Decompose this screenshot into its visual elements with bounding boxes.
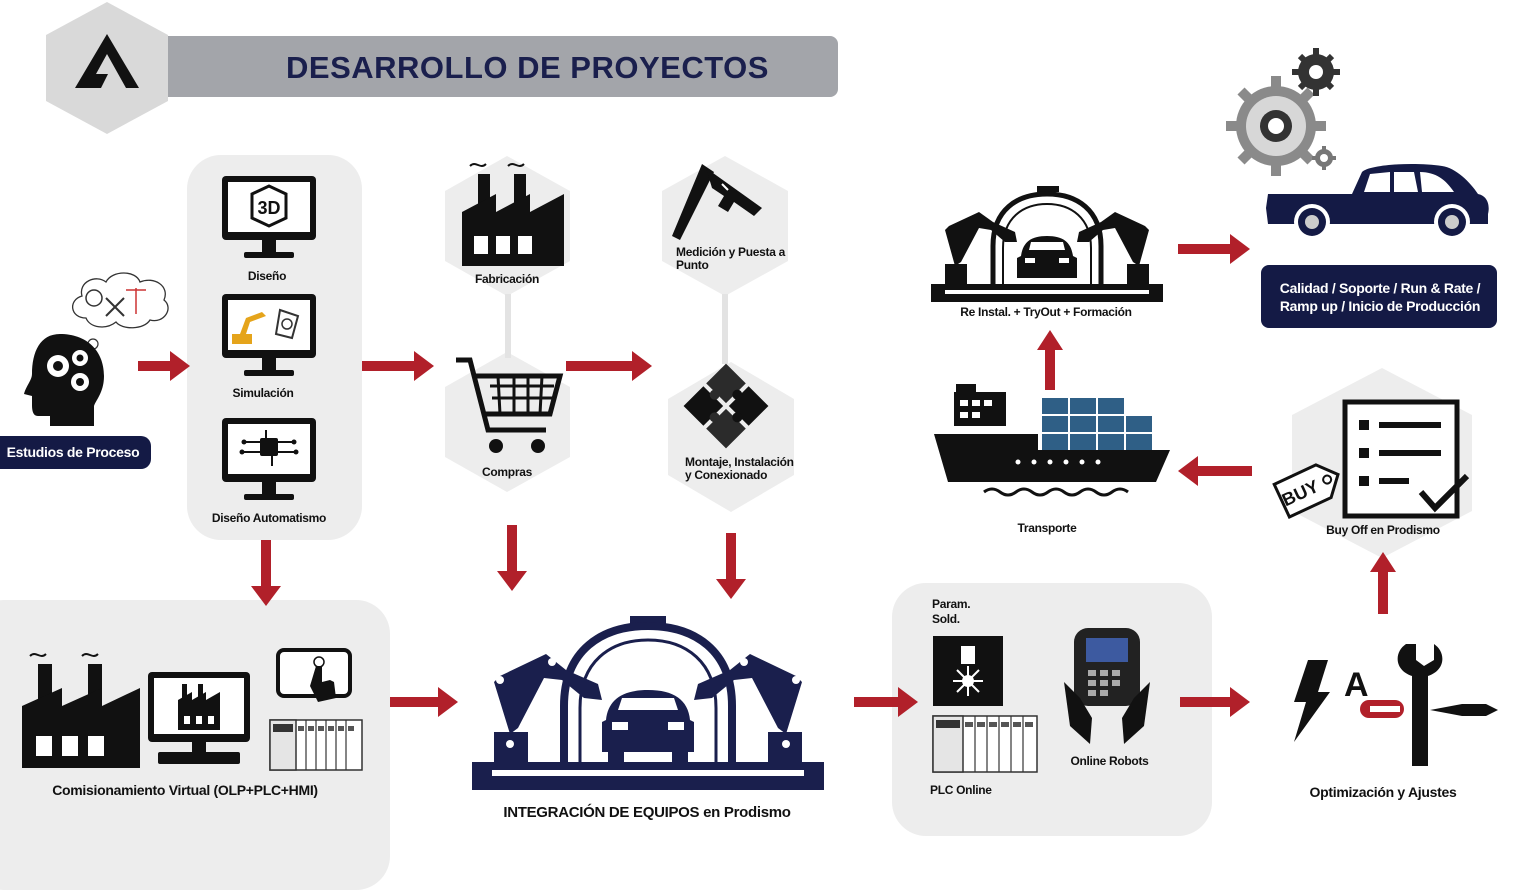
diseno-label: Diseño	[247, 269, 287, 283]
arrow-right	[390, 687, 458, 717]
touch-screen-icon	[276, 648, 352, 702]
transporte-label: Transporte	[1017, 521, 1077, 535]
caliper-icon	[672, 164, 762, 240]
estudios-label: Estudios de Proceso	[6, 444, 140, 460]
arrow-right	[1180, 687, 1250, 717]
head-gears-icon	[24, 334, 104, 426]
plc-icon	[269, 719, 363, 771]
arrow-up	[1370, 552, 1396, 614]
online-panel	[892, 583, 1212, 836]
optimizacion-label: Optimización y Ajustes	[1309, 784, 1457, 800]
monitor-3d-icon: 3D	[222, 176, 316, 258]
online-robots-label: Online Robots	[1070, 754, 1149, 768]
logo-hexagon	[46, 2, 168, 134]
simulacion-label: Simulación	[232, 386, 294, 400]
arrow-down	[251, 540, 281, 606]
svg-text:A: A	[1344, 666, 1369, 704]
integracion-label: INTEGRACIÓN DE EQUIPOS en Prodismo	[503, 804, 791, 821]
arrow-right	[566, 351, 652, 381]
param-label: Param. Sold.	[932, 597, 971, 626]
diseno-automatismo-label: Diseño Automatismo	[211, 511, 327, 525]
calidad-label: Calidad / Soporte / Run & Rate / Ramp up…	[1279, 280, 1481, 314]
arrow-down	[497, 525, 527, 591]
logo-icon	[75, 34, 139, 88]
monitor-robot-icon	[222, 294, 316, 376]
arrow-up	[1037, 330, 1063, 390]
weld-icon	[933, 636, 1003, 706]
estudios-box	[0, 436, 151, 469]
electric-tools-icon: A	[1294, 644, 1498, 766]
montaje-label: Montaje, Instalación y Conexionado	[685, 455, 794, 482]
puzzle-icon	[683, 363, 769, 449]
arrow-left	[1178, 456, 1252, 486]
connector-line	[722, 294, 728, 364]
arrow-right	[138, 351, 190, 381]
robot-cell-icon	[472, 616, 824, 790]
teach-pendant-icon	[1064, 628, 1150, 744]
comisionamiento-label: Comisionamiento Virtual (OLP+PLC+HMI)	[52, 782, 318, 798]
plc-online-label: PLC Online	[930, 783, 992, 797]
monitor-factory-icon	[148, 672, 250, 764]
buy-off-label: Buy Off en Prodismo	[1326, 523, 1440, 537]
robot-cell-icon	[931, 186, 1163, 302]
gears-icon	[1226, 48, 1340, 176]
cart-icon	[456, 357, 564, 453]
factory-icon	[22, 653, 140, 768]
arrow-right	[362, 351, 434, 381]
page-title: DESARROLLO DE PROYECTOS	[286, 50, 769, 85]
fabricacion-label: Fabricación	[474, 272, 540, 286]
arrow-right	[854, 687, 918, 717]
connector-line	[505, 294, 511, 358]
arrow-right	[1178, 234, 1250, 264]
reinstal-label: Re Instal. + TryOut + Formación	[960, 305, 1132, 319]
compras-label: Compras	[482, 465, 532, 479]
checklist-icon: BUY	[1272, 399, 1470, 519]
svg-text:3D: 3D	[257, 198, 280, 218]
factory-icon	[462, 163, 564, 266]
title-bar	[100, 36, 838, 97]
pickup-truck-icon	[1266, 164, 1489, 240]
medicion-label: Medición y Puesta a Punto	[676, 245, 786, 272]
ship-icon	[934, 384, 1170, 497]
calidad-box	[1261, 265, 1497, 328]
arrow-down	[716, 533, 746, 599]
monitor-chip-icon	[222, 418, 316, 500]
thought-cloud	[72, 272, 169, 329]
plc-icon	[932, 715, 1038, 773]
